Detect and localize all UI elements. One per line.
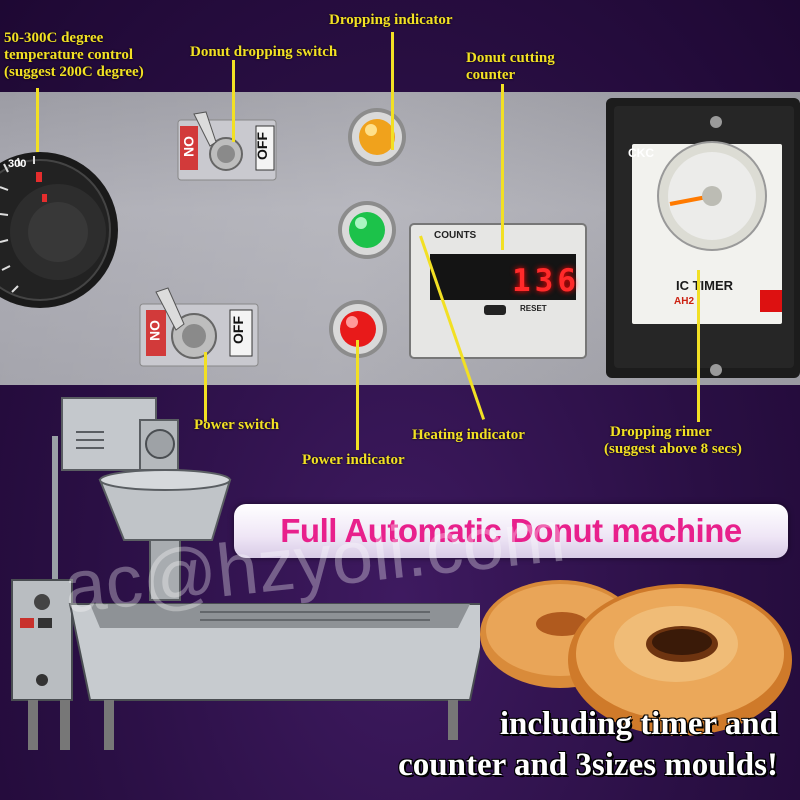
- label-heating-indicator: Heating indicator: [412, 427, 525, 443]
- ic-timer: [606, 98, 800, 378]
- label-dropping-indicator: Dropping indicator: [329, 12, 453, 28]
- dial-number: 300: [8, 158, 27, 170]
- power-switch-on-label: ON: [147, 320, 163, 341]
- cutting-counter: [409, 223, 587, 359]
- label-dropping-timer: Dropping rimer (suggest above 8 secs): [604, 424, 742, 458]
- leader-dropping-timer: [697, 270, 700, 422]
- label-temperature-control: 50-300C degree temperature control (sugg…: [4, 30, 144, 81]
- donut-machine: [11, 397, 480, 750]
- label-power-switch: Power switch: [194, 417, 280, 433]
- label-donut-dropping-switch: Donut dropping switch: [190, 44, 338, 60]
- leader-counter: [501, 84, 504, 250]
- power-switch-off-label: OFF: [230, 316, 246, 344]
- timer-brand-label: CKC: [628, 146, 654, 160]
- heating-indicator-light: [338, 201, 396, 259]
- panel-drawing: [0, 98, 800, 378]
- label-timer-line-2: (suggest above 8 secs): [604, 441, 742, 457]
- label-donut-cutting-counter: Donut cutting counter: [466, 50, 555, 84]
- label-timer-line-1: Dropping rimer: [610, 424, 712, 440]
- label-power-indicator: Power indicator: [302, 452, 405, 468]
- control-panel: 300 OFF ON OFF ON COUNTS RESET CKC IC TI…: [0, 92, 800, 385]
- label-counter-line-2: counter: [466, 67, 516, 83]
- dropping-switch-off-label: OFF: [254, 132, 270, 160]
- counter-reset-label: RESET: [520, 304, 547, 313]
- power-switch: [139, 287, 259, 367]
- tagline-line-1: including timer and: [499, 706, 778, 742]
- timer-type-label: AH2: [674, 296, 695, 307]
- label-temperature-line-2: temperature control: [4, 47, 133, 63]
- dropping-switch-on-label: ON: [181, 136, 197, 157]
- timer-name-label: IC TIMER: [676, 278, 734, 293]
- label-temperature-line-3: (suggest 200C degree): [4, 64, 144, 80]
- leader-temperature: [36, 88, 39, 152]
- donut-dropping-switch: [177, 111, 277, 181]
- leader-power-switch: [204, 352, 207, 422]
- label-counter-line-1: Donut cutting: [466, 50, 555, 66]
- dropping-indicator-light: [348, 108, 406, 166]
- leader-power-indicator: [356, 340, 359, 450]
- tagline-line-2: counter and 3sizes moulds!: [398, 747, 778, 783]
- knob-red-marks: [36, 172, 47, 202]
- label-temperature-line-1: 50-300C degree: [4, 30, 104, 46]
- donuts-image: [480, 580, 792, 736]
- knob-scale-ticks: [0, 156, 35, 293]
- counter-value-display: 136: [512, 263, 580, 299]
- headline-banner: Full Automatic Donut machine: [234, 504, 788, 558]
- leader-dropping-switch: [232, 60, 235, 142]
- temperature-knob: [0, 152, 118, 308]
- power-indicator-light: [329, 300, 387, 358]
- leader-dropping-indicator: [391, 32, 394, 150]
- counter-brand-label: COUNTS: [434, 230, 477, 241]
- headline-text: Full Automatic Donut machine: [280, 512, 742, 549]
